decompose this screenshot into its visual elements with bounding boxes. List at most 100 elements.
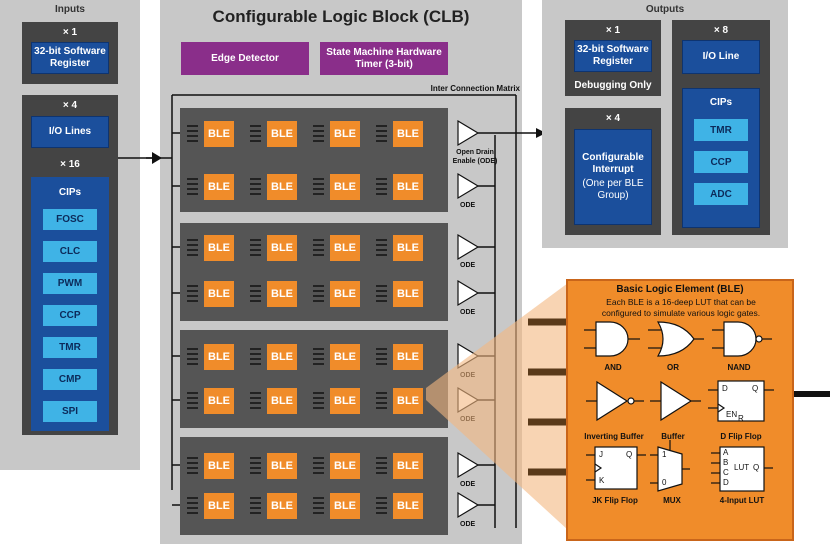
gate-label-buffer: Buffer	[661, 432, 685, 441]
ble-input-lines	[313, 178, 324, 196]
ble-input-lines	[376, 348, 387, 366]
ble-block: BLE	[393, 235, 423, 261]
ble-block: BLE	[393, 281, 423, 307]
output-cip-heading: CIPs	[709, 97, 733, 108]
output-sw-count: × 1	[605, 25, 621, 36]
cip-spi: SPI	[43, 401, 97, 422]
output-int-count: × 4	[605, 113, 621, 124]
cip-pwm: PWM	[43, 273, 97, 294]
cip-clc: CLC	[43, 241, 97, 262]
ble-block: BLE	[393, 121, 423, 147]
ble-block: BLE	[204, 453, 234, 479]
cip-tmr: TMR	[43, 337, 97, 358]
interrupt-label: Configurable Interrupt	[582, 152, 644, 175]
ble-block: BLE	[267, 281, 297, 307]
input-io-lines: I/O Lines	[31, 116, 109, 148]
ble-block: BLE	[393, 388, 423, 414]
ble-block: BLE	[330, 235, 360, 261]
gate-label-d-flip-flop: D Flip Flop	[720, 432, 762, 441]
ble-input-lines	[376, 285, 387, 303]
pin-lut-d: D	[723, 478, 729, 487]
ble-input-lines	[376, 392, 387, 410]
gate-label-and: AND	[604, 363, 622, 372]
pin-en: EN	[726, 410, 738, 419]
pin-c: C	[723, 468, 729, 477]
ble-block: BLE	[267, 493, 297, 519]
ble-input-lines	[313, 125, 324, 143]
ble-block: BLE	[393, 493, 423, 519]
output-cip-adc: ADC	[694, 183, 748, 205]
ble-block: BLE	[330, 344, 360, 370]
input-sw-count: × 1	[62, 27, 78, 38]
ble-input-lines	[376, 125, 387, 143]
ode-label: ODE	[460, 202, 476, 209]
pin-j: J	[599, 450, 603, 459]
output-io-count: × 8	[713, 25, 729, 36]
ble-input-lines	[313, 285, 324, 303]
pin-mux-0: 0	[662, 478, 667, 487]
ode-label: ODE	[460, 262, 476, 269]
debugging-only-label: Debugging Only	[574, 80, 652, 91]
ble-input-lines	[250, 125, 261, 143]
ble-input-lines	[187, 457, 198, 475]
ble-input-lines	[313, 348, 324, 366]
ble-block: BLE	[330, 388, 360, 414]
configurable-interrupt	[574, 129, 652, 225]
ble-input-lines	[187, 285, 198, 303]
pin-a: A	[723, 448, 729, 457]
output-sw-register: 32-bit Software Register	[574, 40, 652, 72]
gate-label-inverting-buffer: Inverting Buffer	[584, 432, 644, 441]
ble-block: BLE	[267, 344, 297, 370]
ble-block: BLE	[204, 281, 234, 307]
ble-block: BLE	[204, 344, 234, 370]
ble-block: BLE	[393, 453, 423, 479]
pin-q: Q	[752, 384, 759, 393]
ode-label-first: Open Drain Enable (ODE)	[452, 149, 498, 165]
pin-mux-1: 1	[662, 450, 667, 459]
gate-label-jk-flip-flop: JK Flip Flop	[592, 496, 638, 505]
ble-block: BLE	[330, 281, 360, 307]
pin-q: Q	[753, 463, 760, 472]
pin-r: R	[738, 414, 744, 423]
ble-input-lines	[313, 457, 324, 475]
input-cip-heading: CIPs	[58, 187, 82, 198]
ble-input-lines	[250, 497, 261, 515]
cip-fosc: FOSC	[43, 209, 97, 230]
ble-detail-desc: Each BLE is a 16-deep LUT that can be co…	[601, 297, 761, 318]
ble-input-lines	[187, 239, 198, 257]
ode-label: ODE	[460, 521, 476, 528]
state-machine-timer: State Machine Hardware Timer (3-bit)	[320, 42, 448, 75]
ble-input-lines	[187, 125, 198, 143]
ble-input-lines	[250, 392, 261, 410]
gate-label-mux: MUX	[663, 496, 681, 505]
ode-label: ODE	[460, 481, 476, 488]
output-cip-ccp: CCP	[694, 151, 748, 173]
ble-block: BLE	[393, 174, 423, 200]
ble-input-lines	[376, 178, 387, 196]
ble-block: BLE	[204, 388, 234, 414]
ble-input-lines	[187, 178, 198, 196]
matrix-label: Inter Connection Matrix	[430, 84, 520, 93]
ble-block: BLE	[204, 121, 234, 147]
ble-block: BLE	[267, 235, 297, 261]
ble-input-lines	[313, 497, 324, 515]
ble-input-lines	[376, 497, 387, 515]
ble-block: BLE	[204, 493, 234, 519]
ode-label: ODE	[460, 309, 476, 316]
ble-input-lines	[187, 497, 198, 515]
cip-ccp: CCP	[43, 305, 97, 326]
ble-input-lines	[250, 178, 261, 196]
cip-cmp: CMP	[43, 369, 97, 390]
interrupt-sub: (One per BLE Group)	[582, 178, 644, 201]
gate-label-nand: NAND	[727, 363, 751, 372]
outputs-heading: Outputs	[645, 4, 685, 15]
ble-input-lines	[313, 239, 324, 257]
ble-input-lines	[376, 457, 387, 475]
ble-block: BLE	[393, 344, 423, 370]
ble-input-lines	[376, 239, 387, 257]
input-cip-count: × 16	[60, 159, 80, 170]
pin-k: K	[599, 476, 605, 485]
clb-title: Configurable Logic Block (CLB)	[212, 7, 470, 26]
